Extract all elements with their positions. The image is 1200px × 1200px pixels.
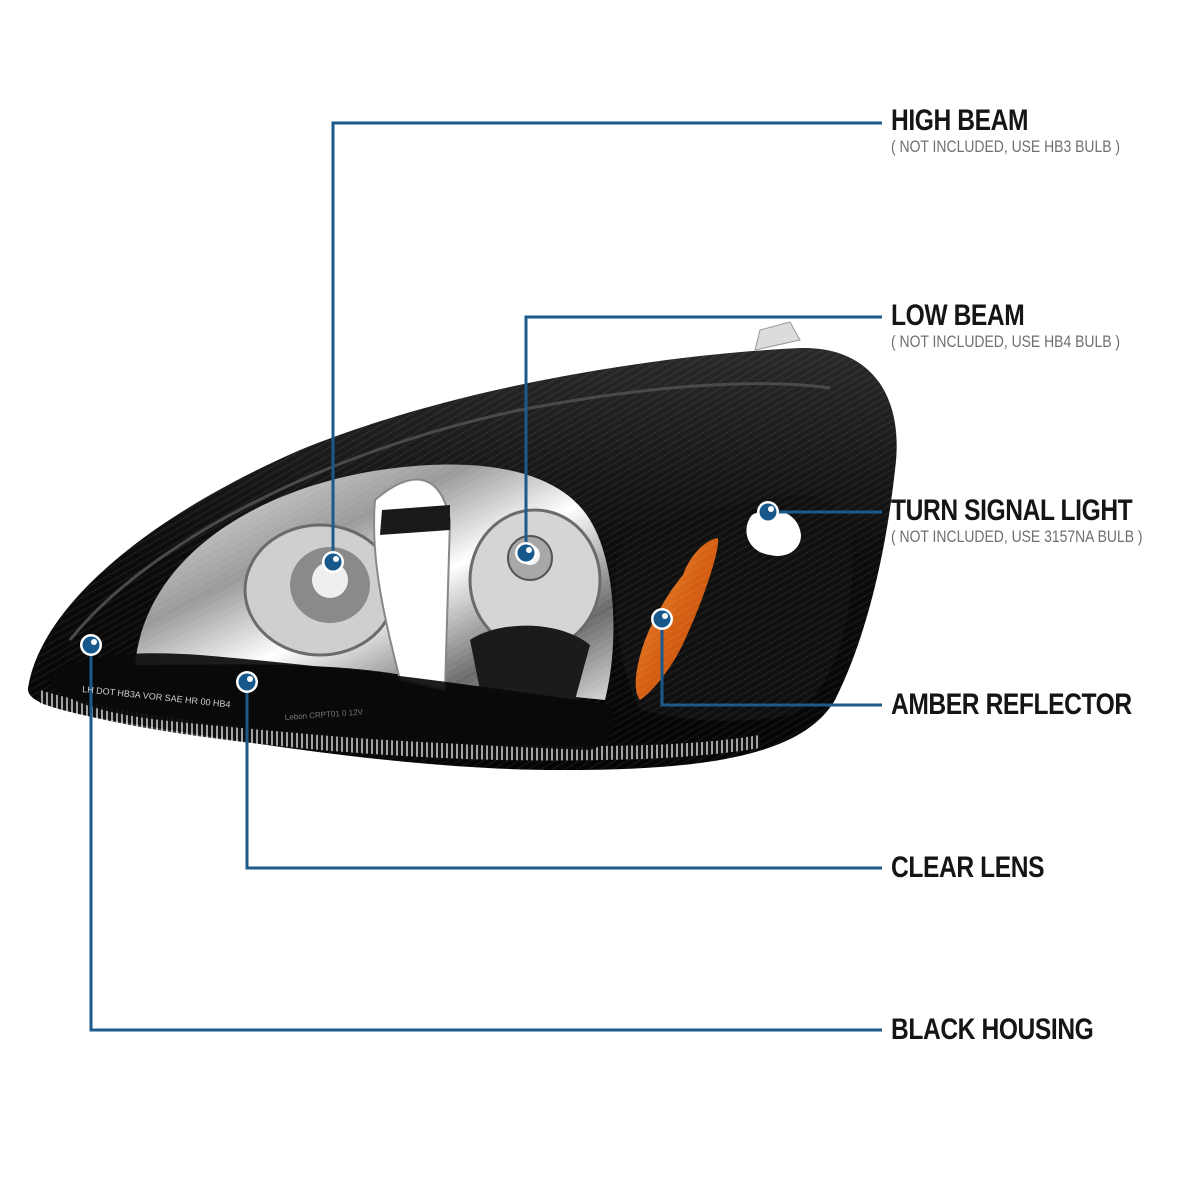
- callout-dot-low-beam: [515, 542, 537, 564]
- callout-line-clear-lens: [245, 682, 882, 870]
- callout-line-black-housing: [89, 645, 882, 1032]
- amber-reflector-title: AMBER REFLECTOR: [891, 688, 1132, 721]
- callout-dot-amber-reflector: [651, 608, 673, 630]
- callout-label-black-housing: BLACK HOUSING: [891, 1014, 1138, 1046]
- black-housing-title: BLACK HOUSING: [891, 1013, 1094, 1046]
- chrome-reflector: [135, 464, 614, 700]
- clear-lens-title: CLEAR LENS: [891, 851, 1045, 884]
- turn-signal-title: TURN SIGNAL LIGHT: [891, 494, 1133, 527]
- low-beam-subtitle: ( NOT INCLUDED, USE HB4 BULB ): [891, 332, 1121, 351]
- turn-signal-section: [615, 495, 853, 722]
- callout-label-high-beam: HIGH BEAM ( NOT INCLUDED, USE HB3 BULB ): [891, 105, 1170, 157]
- callout-dot-clear-lens: [236, 671, 258, 693]
- callout-line-low-beam: [524, 315, 882, 553]
- lower-lens-band: [48, 653, 614, 750]
- callout-label-clear-lens: CLEAR LENS: [891, 852, 1078, 884]
- callout-dots: [80, 501, 779, 693]
- high-beam-subtitle: ( NOT INCLUDED, USE HB3 BULB ): [891, 137, 1121, 156]
- high-beam-title: HIGH BEAM: [891, 104, 1029, 137]
- turn-signal-subtitle: ( NOT INCLUDED, USE 3157NA BULB ): [891, 527, 1143, 546]
- callout-dot-turn-signal: [757, 501, 779, 523]
- callout-dot-high-beam: [322, 551, 344, 573]
- callout-label-low-beam: LOW BEAM ( NOT INCLUDED, USE HB4 BULB ): [891, 300, 1170, 352]
- callout-lines: [89, 121, 882, 1032]
- callout-label-amber-reflector: AMBER REFLECTOR: [891, 689, 1185, 721]
- low-beam-title: LOW BEAM: [891, 299, 1025, 332]
- callout-line-high-beam: [331, 121, 882, 562]
- callout-label-turn-signal: TURN SIGNAL LIGHT ( NOT INCLUDED, USE 31…: [891, 495, 1198, 547]
- callout-line-amber-reflector: [660, 619, 882, 707]
- callout-dot-black-housing: [80, 634, 102, 656]
